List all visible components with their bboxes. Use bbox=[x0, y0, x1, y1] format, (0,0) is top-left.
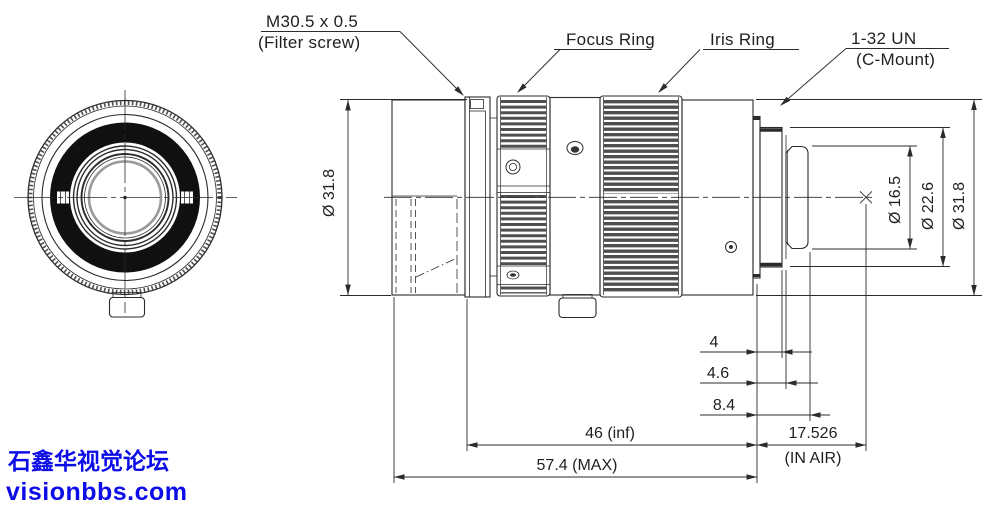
c-mount-label-line2: (C-Mount) bbox=[856, 50, 935, 69]
dim-thread-relief-length: 4.6 bbox=[700, 365, 818, 386]
leader-arrow bbox=[454, 86, 464, 96]
front-view bbox=[14, 90, 237, 318]
dim-mount-thread-diameter: Ø 22.6 bbox=[790, 127, 950, 267]
front-bottom-tab bbox=[108, 292, 146, 318]
callout-c-mount: 1-32 UN (C-Mount) bbox=[780, 29, 949, 106]
focus-ring-label: Focus Ring bbox=[566, 30, 655, 49]
rear-barrel-diameter-text: Ø 16.5 bbox=[887, 176, 904, 224]
length-at-infinity-text: 46 (inf) bbox=[585, 425, 635, 442]
rear-outer-diameter-text: Ø 31.8 bbox=[951, 182, 968, 230]
iris-ring-label: Iris Ring bbox=[710, 30, 775, 49]
thread-relief-text: 4.6 bbox=[707, 365, 729, 382]
mount-thread-diameter-text: Ø 22.6 bbox=[920, 182, 937, 230]
front-crosshair bbox=[14, 90, 237, 313]
focus-ring-body bbox=[496, 95, 551, 297]
dimensions: Ø 31.8 Ø 16.5 Ø 22.6 Ø 31.8 bbox=[321, 99, 982, 483]
rear-screw bbox=[729, 245, 733, 249]
leader-arrow bbox=[658, 83, 668, 93]
watermark-site-url: visionbbs.com bbox=[6, 478, 188, 506]
callout-filter-screw: M30.5 x 0.5 (Filter screw) bbox=[258, 12, 464, 96]
leader-arrow bbox=[517, 83, 527, 93]
focus-set-screw bbox=[510, 273, 516, 277]
rear-protrusion-text: 8.4 bbox=[713, 397, 735, 414]
dim-rear-outer-diameter: Ø 31.8 bbox=[756, 99, 982, 296]
dim-length-at-infinity: 46 (inf) bbox=[467, 425, 757, 448]
front-diameter-text: Ø 31.8 bbox=[321, 169, 338, 217]
watermark: 石鑫华视觉论坛 visionbbs.com bbox=[6, 448, 188, 506]
side-view bbox=[384, 95, 876, 319]
thread-length-text: 4 bbox=[710, 334, 719, 351]
hidden-bore-lines bbox=[395, 199, 458, 293]
bottom-tab bbox=[558, 294, 597, 319]
callouts: M30.5 x 0.5 (Filter screw) Focus Ring Ir… bbox=[258, 12, 949, 106]
flange-focal-note-text: (IN AIR) bbox=[785, 450, 842, 467]
barrel-screw bbox=[570, 146, 580, 153]
callout-focus-ring: Focus Ring bbox=[517, 30, 655, 93]
dim-flange-focal-distance: 17.526 (IN AIR) bbox=[757, 425, 866, 467]
dim-rear-barrel-diameter: Ø 16.5 bbox=[812, 145, 917, 250]
dim-max-length: 57.4 (MAX) bbox=[394, 457, 757, 480]
iris-ring-body bbox=[599, 95, 683, 298]
filter-screw-label-line2: (Filter screw) bbox=[258, 33, 360, 52]
extension-lines-bottom bbox=[393, 204, 867, 483]
dim-thread-length: 4 bbox=[700, 334, 812, 355]
callout-iris-ring: Iris Ring bbox=[658, 30, 799, 93]
flange-focal-distance-text: 17.526 bbox=[789, 425, 838, 442]
c-mount-label-line1: 1-32 UN bbox=[851, 29, 916, 48]
dim-front-outer-diameter: Ø 31.8 bbox=[321, 99, 467, 296]
max-length-text: 57.4 (MAX) bbox=[537, 457, 618, 474]
middle-barrel bbox=[549, 96, 601, 319]
filter-screw-label-line1: M30.5 x 0.5 bbox=[266, 12, 358, 31]
image-plane-marker bbox=[859, 190, 873, 204]
dim-rear-protrusion-length: 8.4 bbox=[700, 397, 830, 418]
watermark-forum-name: 石鑫华视觉论坛 bbox=[7, 448, 169, 475]
rear-lens-barrel bbox=[785, 145, 809, 250]
